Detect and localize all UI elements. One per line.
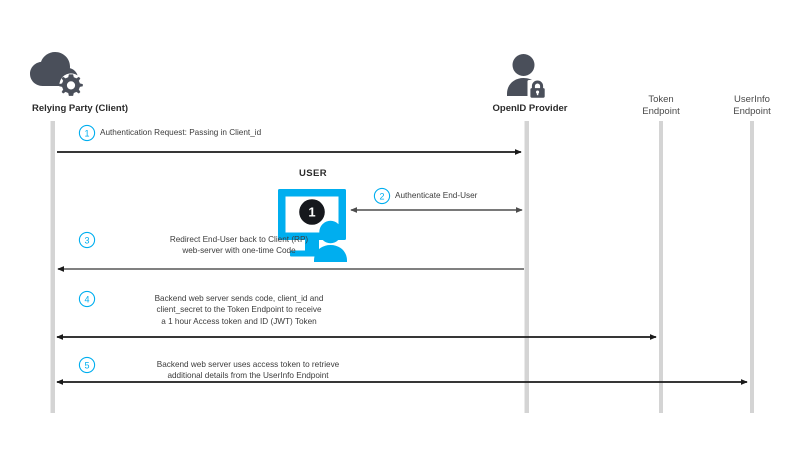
step-badge-2: 2 — [373, 187, 391, 205]
actor-label-token-endpoint: Token Endpoint — [642, 94, 680, 117]
actor-label-userinfo-endpoint: UserInfo Endpoint — [733, 94, 771, 117]
actor-label-openid-provider: OpenID Provider — [492, 103, 568, 114]
step-badge-1: 1 — [78, 124, 96, 142]
cloud-gear-icon — [30, 52, 83, 97]
step-text-3: Redirect End-User back to Client (RP) we… — [169, 235, 309, 256]
user-node-caption: USER — [299, 168, 327, 179]
step-text-5: Backend web server uses access token to … — [156, 360, 340, 381]
person-lock-icon — [507, 54, 548, 98]
svg-text:1: 1 — [84, 129, 89, 139]
step-badge-4: 4 — [78, 290, 96, 308]
step-badge-3: 3 — [78, 231, 96, 249]
lifeline-relying-party — [50, 121, 55, 413]
user-badge-number: 1 — [308, 205, 315, 220]
step-text-2: Authenticate End-User — [395, 191, 478, 200]
svg-text:5: 5 — [84, 361, 89, 371]
step-badge-5: 5 — [78, 356, 96, 374]
svg-text:2: 2 — [379, 192, 384, 202]
svg-text:4: 4 — [84, 295, 89, 305]
lifeline-userinfo-endpoint — [750, 121, 754, 413]
monitor-user-icon: 1 — [278, 189, 347, 262]
step-text-1: Authentication Request: Passing in Clien… — [100, 128, 262, 137]
lifeline-openid-provider — [524, 121, 529, 413]
svg-text:3: 3 — [84, 236, 89, 246]
user-badge-circle — [299, 199, 325, 225]
actor-label-relying-party: Relying Party (Client) — [31, 103, 129, 114]
lifeline-token-endpoint — [659, 121, 663, 413]
step-text-4: Backend web server sends code, client_id… — [154, 294, 324, 326]
lifelines — [50, 121, 754, 413]
